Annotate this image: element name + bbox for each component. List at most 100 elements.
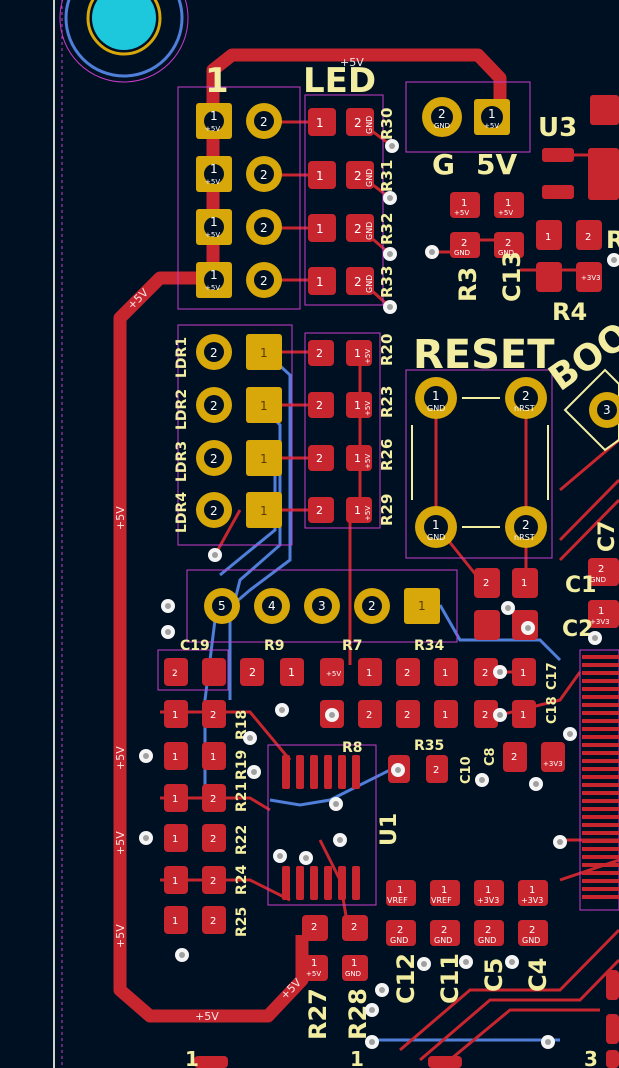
label-r22: R22: [234, 825, 250, 855]
svg-text:2: 2: [210, 794, 216, 805]
svg-text:2: 2: [260, 115, 268, 129]
led-header[interactable]: [196, 103, 282, 298]
label-r21: R21: [234, 782, 250, 812]
svg-text:nRST: nRST: [514, 404, 535, 413]
cap-c13-r3-labels: 1 +5V 1 +5V 2 GND 2 GND: [454, 198, 514, 257]
svg-text:+5V: +5V: [364, 454, 372, 469]
boot-button[interactable]: [563, 368, 619, 452]
svg-text:4: 4: [268, 599, 276, 613]
r28-pin2: 2: [351, 922, 357, 933]
net-label-5v-top: +5V: [340, 56, 364, 69]
label-5v: 5V: [476, 148, 517, 181]
label-c10: C10: [459, 756, 474, 784]
mcu-pins[interactable]: [582, 655, 619, 899]
power-pin1-num: 1: [488, 107, 496, 121]
svg-text:1: 1: [354, 347, 361, 360]
u3-regulator[interactable]: [542, 95, 619, 200]
svg-text:2: 2: [210, 710, 216, 721]
mounting-hole[interactable]: [59, 0, 189, 83]
svg-text:+5V: +5V: [205, 125, 220, 133]
svg-text:2: 2: [210, 876, 216, 887]
svg-text:2: 2: [210, 452, 218, 466]
label-c7: C7: [595, 521, 619, 552]
resistor-array-mid[interactable]: [320, 658, 536, 783]
label-c19: C19: [180, 638, 210, 654]
svg-text:1: 1: [210, 162, 218, 176]
boot-pin: 3: [603, 403, 611, 417]
cap-row-bottom[interactable]: [386, 880, 548, 946]
label-r26: R26: [378, 439, 396, 471]
r28-pin1: 1: [351, 958, 357, 969]
r4-pin2: 2: [585, 232, 591, 243]
label-r3: R3: [454, 267, 482, 302]
led-header-labels: 1 +5V 1 +5V 1 +5V 1 +5V 2 2 2 2: [205, 109, 268, 292]
resistor-bank-ldr[interactable]: [308, 340, 372, 523]
label-ldr2: LDR2: [174, 389, 190, 430]
svg-text:GND: GND: [590, 576, 606, 584]
svg-text:GND: GND: [522, 936, 540, 945]
resistor-bank-led[interactable]: [308, 108, 374, 295]
svg-text:GND: GND: [365, 116, 374, 134]
svg-text:2: 2: [316, 399, 323, 412]
label-bottom-mid-1: 1: [350, 1047, 364, 1068]
courtyards: [157, 81, 619, 911]
svg-text:1: 1: [210, 268, 218, 282]
svg-text:2: 2: [485, 925, 491, 936]
svg-text:1: 1: [172, 794, 178, 805]
net-label-5v-left4: +5V: [114, 924, 127, 948]
svg-text:1: 1: [172, 876, 178, 887]
resistor-array-left[interactable]: [164, 658, 304, 934]
caps-right[interactable]: [474, 558, 619, 640]
label-u3: U3: [538, 113, 577, 143]
header-5pin[interactable]: [204, 588, 440, 624]
parts-bottom-edge[interactable]: [194, 970, 619, 1068]
svg-text:GND: GND: [427, 533, 445, 542]
ldr-header[interactable]: [196, 334, 282, 528]
svg-text:GND: GND: [427, 404, 445, 413]
svg-text:1: 1: [316, 169, 324, 183]
label-c12: C12: [392, 953, 420, 1004]
label-c4: C4: [524, 958, 552, 992]
cap-c13-r3[interactable]: [450, 192, 524, 258]
caps-right-labels: 2 1 2 GND 1 +3V3: [483, 564, 610, 626]
svg-text:VREF: VREF: [387, 896, 408, 905]
resistor-r4[interactable]: [536, 220, 602, 292]
svg-text:GND: GND: [390, 936, 408, 945]
svg-text:2: 2: [461, 238, 467, 249]
resistors-r27-r28[interactable]: [302, 915, 368, 981]
svg-text:1: 1: [288, 666, 295, 679]
label-r35: R35: [414, 738, 444, 754]
svg-text:GND: GND: [365, 169, 374, 187]
r27-net: +5V: [306, 970, 321, 978]
svg-text:GND: GND: [434, 936, 452, 945]
label-r34: R34: [414, 638, 445, 654]
label-r33: R33: [378, 266, 396, 298]
svg-text:5: 5: [218, 599, 226, 613]
label-c18: C18: [545, 696, 560, 724]
label-reset: RESET: [413, 332, 555, 378]
svg-text:2: 2: [210, 399, 218, 413]
svg-text:1: 1: [505, 198, 511, 209]
reset-button[interactable]: [411, 377, 549, 548]
svg-text:2: 2: [316, 504, 323, 517]
svg-text:1: 1: [260, 452, 268, 466]
power-pin2-net: GND: [434, 122, 450, 130]
net-label-5v-left2: +5V: [114, 746, 127, 770]
svg-text:+5V: +5V: [364, 349, 372, 364]
label-r7: R7: [342, 638, 363, 654]
svg-text:+5V: +5V: [326, 670, 341, 678]
svg-text:1: 1: [172, 710, 178, 721]
power-connector[interactable]: [422, 97, 510, 137]
vias[interactable]: [139, 139, 619, 1049]
u1-ic[interactable]: [282, 755, 360, 900]
label-c1: C1: [565, 573, 596, 598]
label-c17: C17: [545, 662, 560, 690]
svg-text:2: 2: [483, 578, 489, 589]
svg-text:+5V: +5V: [205, 178, 220, 186]
trace-5v-loop[interactable]: [113, 48, 507, 1023]
r28-net: GND: [345, 970, 361, 978]
caps-c8-c18[interactable]: [503, 742, 565, 772]
svg-text:1: 1: [316, 275, 324, 289]
c8-pin2: 2: [511, 752, 517, 763]
